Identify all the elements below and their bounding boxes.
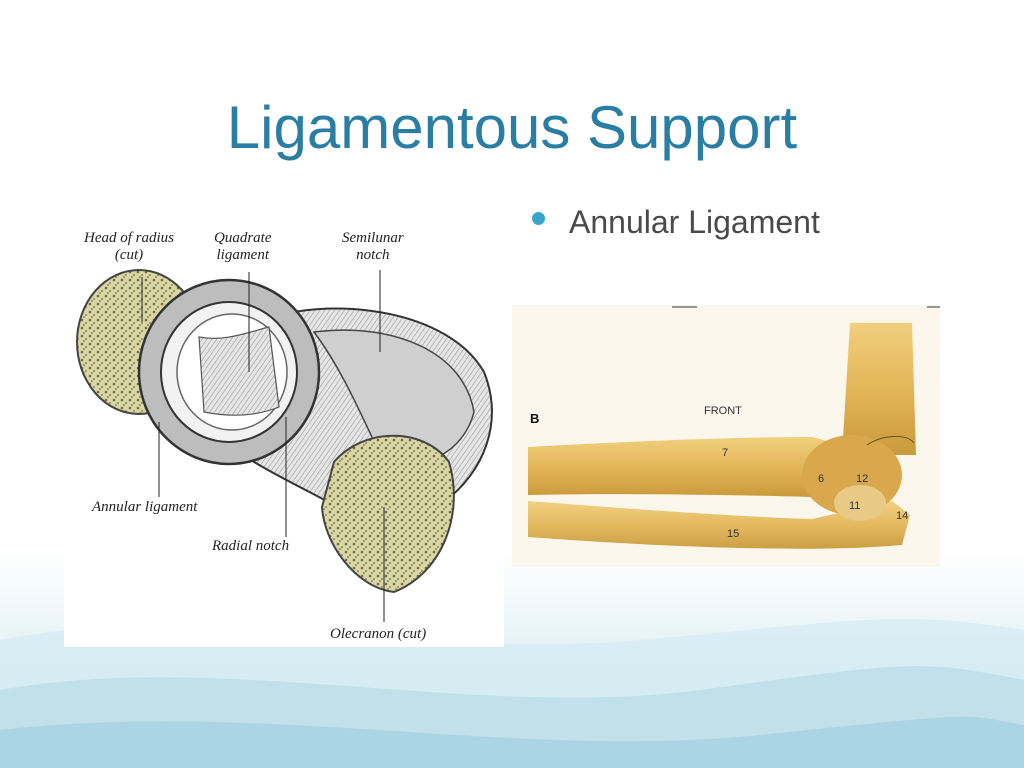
label-line: (cut) bbox=[114, 247, 144, 263]
anatomy-illustration: Head of radius (cut) Quadrate ligament S… bbox=[64, 222, 504, 647]
label-annular-ligament: Annular ligament bbox=[92, 499, 198, 515]
label-head-of-radius: Head of radius (cut) bbox=[84, 230, 174, 264]
label-number: 12 bbox=[856, 473, 869, 485]
bullet-text: Annular Ligament bbox=[569, 204, 820, 240]
bullet-dot-icon bbox=[532, 212, 545, 225]
label-quadrate-ligament: Quadrate ligament bbox=[214, 230, 272, 264]
elbow-photo: B FRONT 7 6 12 11 14 15 bbox=[512, 305, 940, 567]
slide-title: Ligamentous Support bbox=[226, 94, 798, 161]
label-number: 14 bbox=[896, 510, 909, 522]
label-line: Head of radius bbox=[84, 230, 174, 246]
panel-letter: B bbox=[530, 411, 540, 426]
illustration-drawing bbox=[76, 269, 493, 622]
label-number: 6 bbox=[818, 473, 825, 485]
label-semilunar-notch: Semilunar notch bbox=[342, 230, 404, 264]
label-number: 7 bbox=[722, 447, 729, 459]
label-line: Quadrate bbox=[214, 230, 272, 246]
label-line: notch bbox=[356, 247, 390, 263]
label-radial-notch: Radial notch bbox=[212, 538, 290, 554]
label-number: 15 bbox=[727, 528, 740, 540]
label-front: FRONT bbox=[704, 405, 742, 417]
label-olecranon: Olecranon (cut) bbox=[330, 626, 427, 642]
label-line: ligament bbox=[216, 247, 270, 263]
bullet-item: Annular Ligament bbox=[532, 204, 820, 241]
label-number: 11 bbox=[849, 500, 861, 512]
elbow-photo-drawing bbox=[512, 305, 940, 567]
label-line: Semilunar bbox=[342, 230, 404, 246]
